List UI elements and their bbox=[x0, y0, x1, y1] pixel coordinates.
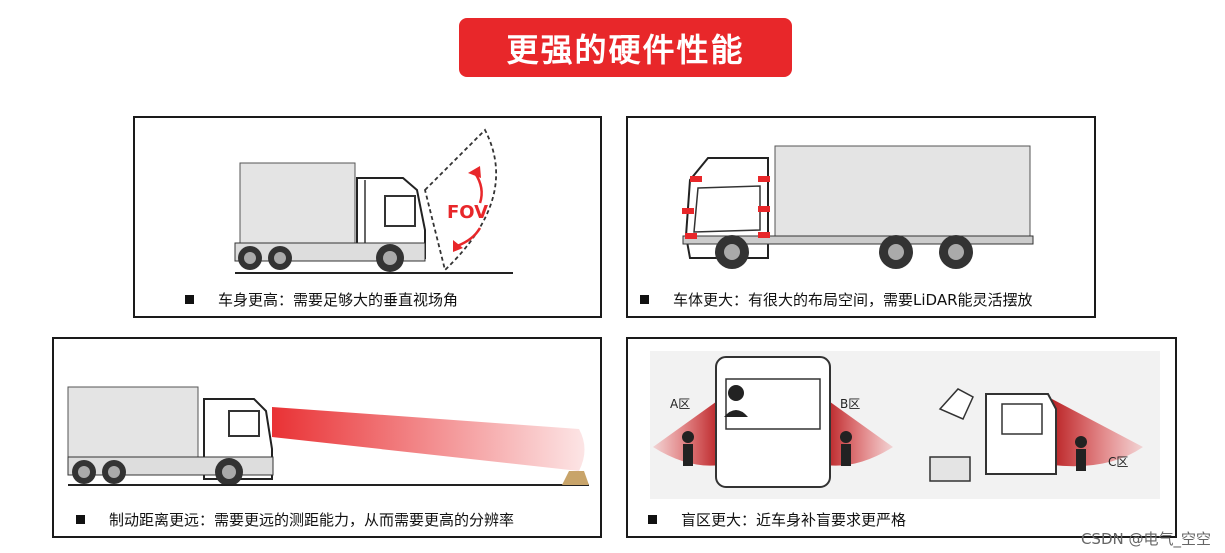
panel-caption: 盲区更大：近车身补盲要求更严格 bbox=[648, 509, 906, 530]
panel-large-body: 车体更大：有很大的布局空间，需要LiDAR能灵活摆放 bbox=[626, 116, 1096, 318]
fov-label: FOV bbox=[447, 202, 488, 223]
sensor-marker bbox=[685, 233, 697, 239]
panel-caption: 制动距离更远：需要更远的测距能力，从而需要更高的分辨率 bbox=[76, 509, 514, 530]
caption-text: 车身更高：需要足够大的垂直视场角 bbox=[218, 289, 458, 310]
bullet-icon bbox=[185, 295, 194, 304]
zone-a-label: A区 bbox=[670, 395, 690, 412]
watermark: CSDN @电气_空空 bbox=[1081, 528, 1211, 549]
panel-caption: 车身更高：需要足够大的垂直视场角 bbox=[185, 289, 458, 310]
sensor-marker bbox=[758, 232, 770, 238]
sensor-marker bbox=[690, 176, 702, 182]
caption-text: 车体更大：有很大的布局空间，需要LiDAR能灵活摆放 bbox=[673, 289, 1033, 310]
zone-c-label: C区 bbox=[1108, 453, 1128, 470]
sensor-marker bbox=[758, 206, 770, 212]
bullet-icon bbox=[640, 295, 649, 304]
bullet-icon bbox=[648, 515, 657, 524]
truck-lidar-positions-illustration bbox=[628, 118, 1096, 318]
panel-caption: 车体更大：有很大的布局空间，需要LiDAR能灵活摆放 bbox=[640, 289, 1033, 310]
panel-vertical-fov: FOV 车身更高：需要足够大的垂直视场角 bbox=[133, 116, 602, 318]
bullet-icon bbox=[76, 515, 85, 524]
caption-text: 制动距离更远：需要更远的测距能力，从而需要更高的分辨率 bbox=[109, 509, 514, 530]
caption-text: 盲区更大：近车身补盲要求更严格 bbox=[681, 509, 906, 530]
panel-blind-zones: A区 B区 C区 盲区更大：近车身补盲要求更严格 bbox=[626, 337, 1177, 538]
zone-b-label: B区 bbox=[840, 395, 860, 412]
sensor-marker bbox=[758, 176, 770, 182]
truck-fov-illustration bbox=[135, 118, 602, 318]
sensor-marker bbox=[682, 208, 694, 214]
panel-braking-distance: 制动距离更远：需要更远的测距能力，从而需要更高的分辨率 bbox=[52, 337, 602, 538]
page-title: 更强的硬件性能 bbox=[459, 18, 792, 77]
